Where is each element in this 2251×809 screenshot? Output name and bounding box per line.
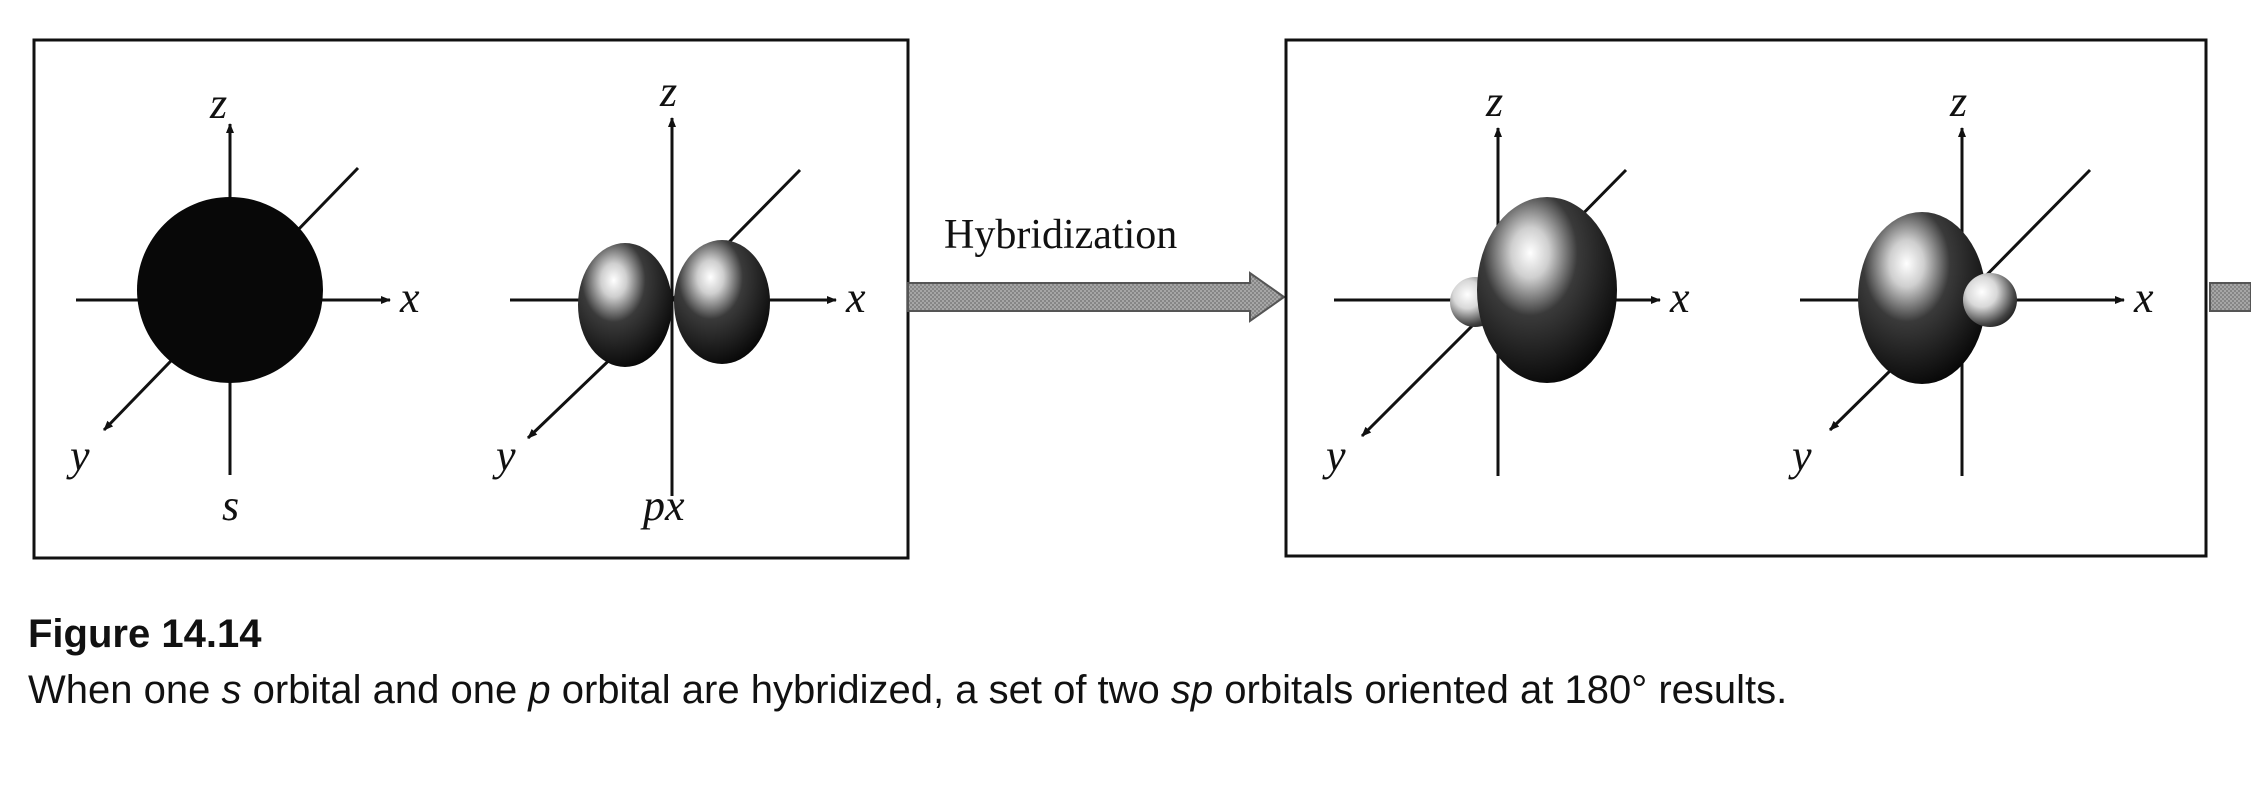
- hybridization-arrow: Hybridization: [907, 212, 1286, 323]
- sp2-axis-z-label: z: [1949, 77, 1967, 126]
- sp2-small-lobe: [1963, 273, 2017, 327]
- px-lobe-left: [578, 243, 672, 367]
- s-axis-x-label: x: [399, 273, 420, 322]
- sp2-axis-x-label: x: [2133, 273, 2154, 322]
- px-orbital-label: px: [640, 481, 685, 530]
- sp2-large-lobe: [1858, 212, 1986, 384]
- px-lobe-right: [674, 240, 770, 364]
- hybridization-label: Hybridization: [944, 212, 1177, 258]
- orbital-diagram: z x y s z x y px Hybridization: [32, 38, 2251, 560]
- s-orbital-sphere: [137, 197, 323, 383]
- sp2-axis-y-label: y: [1788, 431, 1812, 480]
- px-axis-z-label: z: [659, 67, 677, 116]
- s-orbital-label: s: [222, 481, 239, 530]
- sp1-axis-z-label: z: [1485, 77, 1503, 126]
- s-orbital-group: z x y s: [66, 79, 420, 530]
- sp1-axis-y-label: y: [1322, 431, 1346, 480]
- sp1-axis-x-label: x: [1669, 273, 1690, 322]
- sp-hybrid-orbital-1: z x y: [1322, 77, 1690, 480]
- right-panel-frame: [1284, 38, 2208, 558]
- continuation-arrow-stub: [2209, 282, 2251, 312]
- s-axis-z-label: z: [209, 79, 227, 128]
- caption-text: When one s orbital and one p orbital are…: [28, 668, 1788, 712]
- px-axis-y-label: y: [492, 431, 516, 480]
- s-axis-y-label: y: [66, 431, 90, 480]
- figure-caption: Figure 14.14 When one s orbital and one …: [28, 610, 2178, 716]
- figure-label: Figure 14.14: [28, 612, 262, 656]
- px-axis-x-label: x: [845, 273, 866, 322]
- px-orbital-group: z x y px: [492, 67, 866, 530]
- sp1-large-lobe: [1477, 197, 1617, 383]
- sp-hybrid-orbital-2: z x y: [1788, 77, 2154, 480]
